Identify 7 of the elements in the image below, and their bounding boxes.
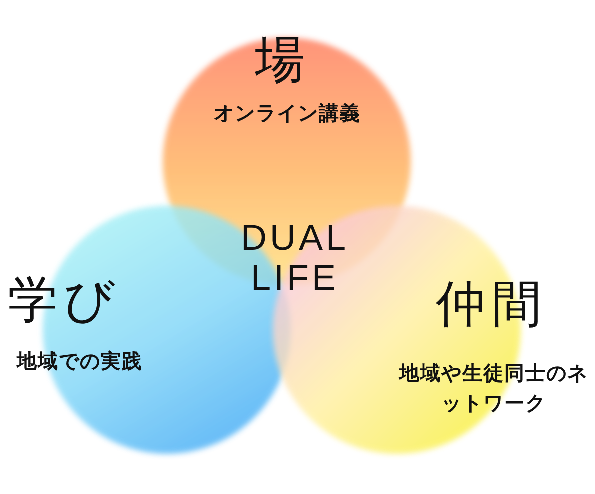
circle-heading: 学び (8, 272, 121, 328)
center-label: DUAL LIFE (240, 218, 350, 298)
circle-text: 地域での実践 (15, 348, 144, 375)
circle-heading: 場 (255, 32, 311, 88)
circle-text: オンライン講義 (213, 100, 362, 127)
circle-text: 地域や生徒同士のネットワーク (398, 360, 590, 417)
circle-heading: 仲間 (436, 276, 548, 332)
